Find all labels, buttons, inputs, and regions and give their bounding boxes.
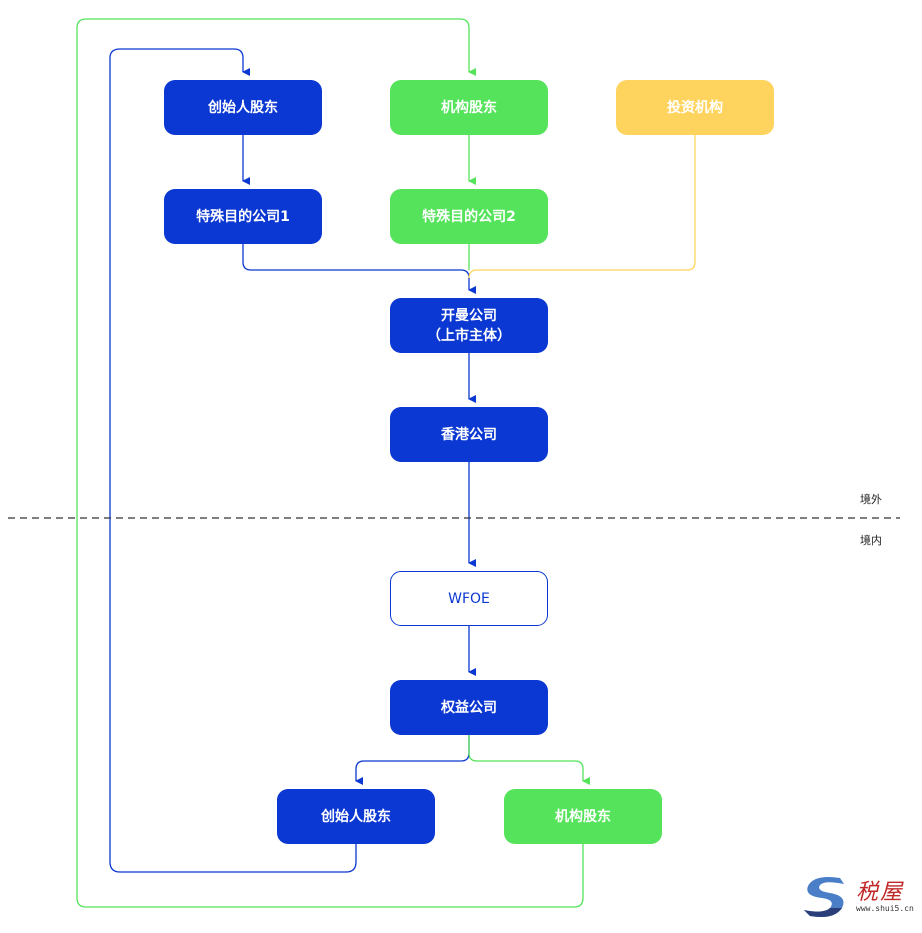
onshore-label: 境内 xyxy=(860,534,882,547)
equity-company-box: 权益公司 xyxy=(390,680,548,735)
listing-entity-label: （上市主体） xyxy=(427,327,511,344)
founder-shareholder-top-box: 创始人股东 xyxy=(164,80,322,135)
investment-institution-box: 投资机构 xyxy=(616,80,774,135)
spv1-label: 特殊目的公司1 xyxy=(196,208,290,225)
spv2-label: 特殊目的公司2 xyxy=(422,208,516,225)
founder-shareholder-bottom-box: 创始人股东 xyxy=(277,789,435,844)
watermark: 税屋 www.shui5.cn xyxy=(800,872,920,920)
watermark-text: 税屋 xyxy=(856,880,905,905)
institutional-shareholder-top-box: 机构股东 xyxy=(390,80,548,135)
investor-cayman-line xyxy=(468,134,696,279)
blue-loop-line xyxy=(109,48,357,873)
founder-shareholder-top-label: 创始人股东 xyxy=(208,99,278,116)
equity-company-label: 权益公司 xyxy=(441,699,497,716)
institutional-shareholder-top-label: 机构股东 xyxy=(441,99,497,116)
wfoe-label: WFOE xyxy=(448,590,490,607)
wfoe-box: WFOE xyxy=(390,571,548,626)
institutional-shareholder-bottom-box: 机构股东 xyxy=(504,789,662,844)
cayman-company-box: 开曼公司 （上市主体） xyxy=(390,298,548,353)
institutional-shareholder-bottom-label: 机构股东 xyxy=(555,808,611,825)
spv2-box: 特殊目的公司2 xyxy=(390,189,548,244)
founder-shareholder-bottom-label: 创始人股东 xyxy=(321,808,391,825)
green-loop-line xyxy=(76,18,584,908)
hk-company-box: 香港公司 xyxy=(390,407,548,462)
vie-inst-line xyxy=(468,734,590,785)
spv1-cayman-line xyxy=(242,243,476,294)
offshore-label: 境外 xyxy=(860,493,882,506)
cayman-company-label: 开曼公司 xyxy=(441,307,497,324)
investment-institution-label: 投资机构 xyxy=(667,99,723,116)
vie-founder-line xyxy=(355,734,470,785)
watermark-url: www.shui5.cn xyxy=(856,904,914,913)
watermark-logo-icon xyxy=(804,877,844,917)
spv1-box: 特殊目的公司1 xyxy=(164,189,322,244)
hk-company-label: 香港公司 xyxy=(441,426,497,443)
